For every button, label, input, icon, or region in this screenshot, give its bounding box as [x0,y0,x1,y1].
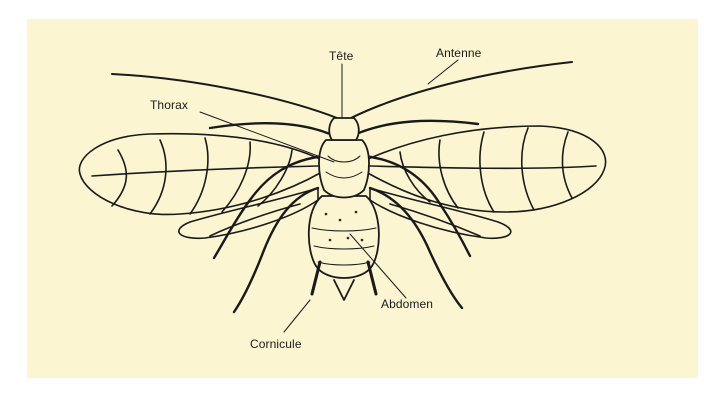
label-tete: Tête [329,49,353,63]
label-abdomen: Abdomen [381,297,433,311]
body [309,118,379,300]
leader-antenne [428,60,458,84]
label-cornicule: Cornicule [250,337,302,351]
right-wings [366,126,606,238]
thorax-shape [319,140,369,198]
label-thorax: Thorax [150,98,188,112]
left-wings [79,134,322,239]
label-antenne: Antenne [436,46,481,60]
leader-thorax [200,112,334,162]
leader-cornicule [284,300,310,332]
head-shape [329,118,359,140]
